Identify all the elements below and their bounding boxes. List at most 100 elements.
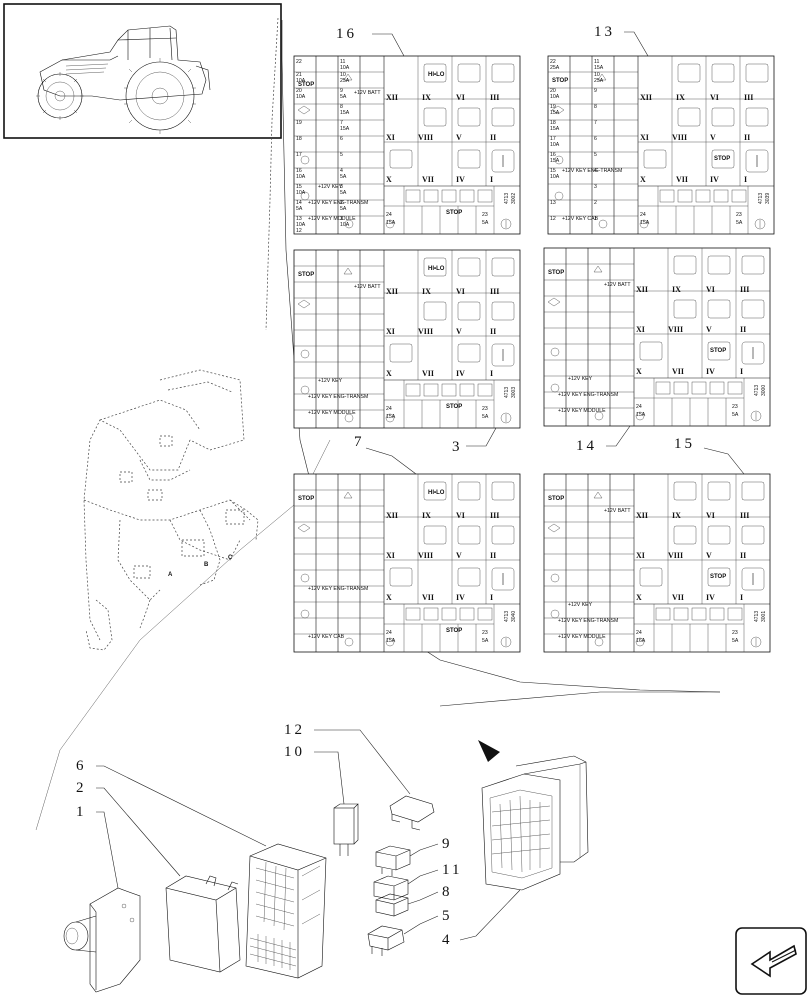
relay-i: I xyxy=(740,593,743,602)
relay-ix: IX xyxy=(422,511,431,520)
callout-4: 4 xyxy=(442,932,453,948)
batt-label: +12V BATT xyxy=(354,284,381,290)
relay-xi: XI xyxy=(386,327,395,336)
fuse-14-amp: 5A xyxy=(296,206,303,212)
callout-15: 15 xyxy=(674,436,695,452)
relay-xi: XI xyxy=(636,551,645,560)
callout-6: 6 xyxy=(76,758,87,774)
wiring-harness-sketch: C B A xyxy=(83,369,259,651)
relay-iii: III xyxy=(490,511,499,520)
hilo-label: HI•LO xyxy=(428,490,445,496)
fuse-16-amp: 10A xyxy=(296,174,306,180)
fuse-3-amp: 5A xyxy=(340,190,347,196)
part-code-bottom: 3001 xyxy=(761,611,767,622)
diode-5 xyxy=(367,925,405,956)
callout-3: 3 xyxy=(452,439,463,455)
next-page-button[interactable] xyxy=(735,927,807,995)
fuse-24: 24 xyxy=(640,212,646,218)
stop-label-2: STOP xyxy=(446,628,462,634)
relay-ii: II xyxy=(490,551,496,560)
module-label: +12V KEY MODULE xyxy=(558,408,606,414)
relay-vii: VII xyxy=(672,593,684,602)
relay-v: V xyxy=(456,551,462,560)
relay-xii: XII xyxy=(386,287,398,296)
relay-ix: IX xyxy=(422,93,431,102)
fuse-4: 4 xyxy=(594,168,597,174)
fuse-23: 23 xyxy=(732,404,738,410)
eng-transm-label: +12V KEY ENG-TRANSM xyxy=(308,394,368,400)
fuse-20: 20 xyxy=(550,88,556,94)
fuse-2: 2 xyxy=(594,200,597,206)
callout-11: 11 xyxy=(442,862,462,878)
relay-x: X xyxy=(636,593,642,602)
key-label: +12V KEY ENG-TRANSM xyxy=(308,586,368,592)
fuse-11: 11 xyxy=(594,59,599,65)
relay-vi: VI xyxy=(456,287,465,296)
fuse-24-amp: 16A xyxy=(636,638,646,644)
relay-vi: VI xyxy=(706,285,715,294)
part-code-top: 4713 xyxy=(758,193,764,204)
fuse-11-amp: 10A xyxy=(340,65,350,71)
fuse-16-amp: 15A xyxy=(550,158,560,164)
key-label: +12V KEY xyxy=(318,378,343,384)
callout-16: 16 xyxy=(336,26,357,42)
fuse-panel-16: 22 21 10A STOP 20 10A 19 18 17 16 10A 15… xyxy=(293,55,521,235)
fuse-15-amp: 10A xyxy=(550,174,560,180)
relay-ix: IX xyxy=(672,511,681,520)
relay-vi: VI xyxy=(710,93,719,102)
fuse-23: 23 xyxy=(482,630,488,636)
relay-v: V xyxy=(456,327,462,336)
fuse-20: 20 xyxy=(296,88,302,94)
batt-label: +12V BATT xyxy=(604,508,631,514)
fuse-10-amp: 25A xyxy=(340,78,350,84)
relay-ii: II xyxy=(744,133,750,142)
relay-xi: XI xyxy=(386,133,395,142)
relay-v: V xyxy=(706,551,712,560)
arrow-left-down-icon xyxy=(750,944,797,978)
relay-i: I xyxy=(740,367,743,376)
fuse-17-amp: 10A xyxy=(550,142,560,148)
callout-5: 5 xyxy=(442,908,453,924)
fuse-21: 21 xyxy=(296,72,302,78)
relay-iii: III xyxy=(490,287,499,296)
relay-ii: II xyxy=(490,327,496,336)
callout-14: 14 xyxy=(576,438,597,454)
relay-x: X xyxy=(386,593,392,602)
relay-iii: III xyxy=(740,285,749,294)
relay-viii: VIII xyxy=(418,133,433,142)
callout-10: 10 xyxy=(284,744,305,760)
relay-xi: XI xyxy=(636,325,645,334)
fuse-panel-15: STOP +12V BATT +12V KEY +12V KEY ENG-TRA… xyxy=(543,473,771,653)
cab-label: +12V KEY CAB xyxy=(308,634,345,640)
relay-ii: II xyxy=(740,325,746,334)
relay-iv: IV xyxy=(456,369,465,378)
part-code-top: 4713 xyxy=(754,611,760,622)
relay-i: I xyxy=(490,369,493,378)
relay-vi: VI xyxy=(456,93,465,102)
stop-label: STOP xyxy=(548,496,564,502)
part-code-top: 4713 xyxy=(504,193,510,204)
stop-label: STOP xyxy=(298,496,314,502)
fuse-4: 4 xyxy=(340,168,343,174)
fuse-24: 24 xyxy=(636,404,642,410)
fuse-23-amp: 5A xyxy=(732,638,739,644)
stop-label-relay: STOP xyxy=(710,574,726,580)
fuse-15-amp: 10A xyxy=(296,190,306,196)
relay-iv: IV xyxy=(710,175,719,184)
relay-iv: IV xyxy=(706,367,715,376)
relay-iii: III xyxy=(740,511,749,520)
fuse-23: 23 xyxy=(482,212,488,218)
callout-2: 2 xyxy=(76,780,87,796)
fuse-13-amp: 10A xyxy=(296,222,306,228)
fuse-10: 10 xyxy=(594,72,600,78)
relay-iii: III xyxy=(490,93,499,102)
eng-transm-label: +12V KEY ENG-TRANSM xyxy=(558,618,618,624)
relay-xii: XII xyxy=(386,93,398,102)
stop-label-relay: STOP xyxy=(714,156,730,162)
relay-viii: VIII xyxy=(418,551,433,560)
fuse-1: 1 xyxy=(594,216,597,222)
relay-ix: IX xyxy=(672,285,681,294)
relay-iv: IV xyxy=(456,593,465,602)
fuse-15: 15 xyxy=(296,184,302,190)
module-label: +12V KEY MODULE xyxy=(558,634,606,640)
